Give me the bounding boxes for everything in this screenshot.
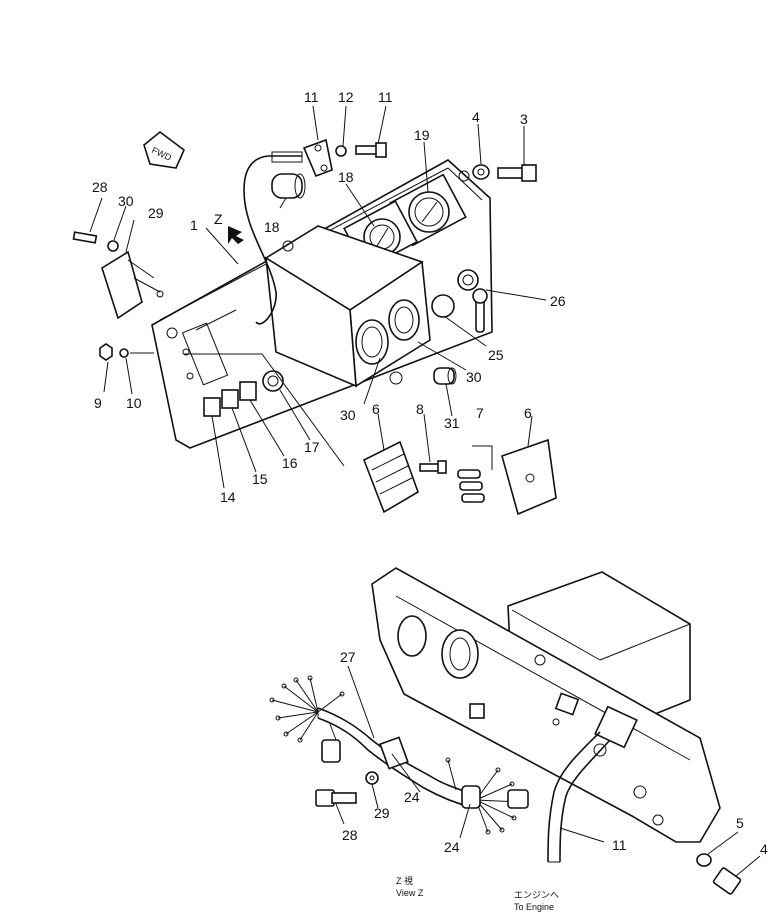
svg-text:14: 14 bbox=[220, 489, 236, 505]
svg-text:29: 29 bbox=[148, 205, 164, 221]
to-engine-caption-en: To Engine bbox=[514, 902, 554, 912]
svg-text:10: 10 bbox=[126, 395, 142, 411]
svg-text:17: 17 bbox=[304, 439, 320, 455]
svg-text:5: 5 bbox=[736, 815, 744, 831]
view-z-marker: Z bbox=[214, 211, 223, 227]
svg-text:11: 11 bbox=[304, 89, 319, 105]
to-engine-caption-jp: エンジンへ bbox=[514, 890, 559, 900]
view-z-harness-assembly: 27 24 24 28 29 11 5 4 Z 視 View Z エンジンへ T… bbox=[269, 567, 768, 912]
svg-text:12: 12 bbox=[338, 89, 354, 105]
svg-text:11: 11 bbox=[378, 89, 393, 105]
svg-text:9: 9 bbox=[94, 395, 102, 411]
fwd-arrow-icon: FWD bbox=[143, 130, 185, 169]
leader-lines-top bbox=[89, 105, 547, 489]
svg-text:30: 30 bbox=[466, 369, 482, 385]
svg-text:29: 29 bbox=[374, 805, 390, 821]
svg-text:16: 16 bbox=[282, 455, 298, 471]
harness-wires-left bbox=[269, 675, 345, 743]
svg-text:27: 27 bbox=[340, 649, 356, 665]
svg-text:8: 8 bbox=[416, 401, 424, 417]
svg-text:11: 11 bbox=[612, 837, 627, 853]
svg-text:15: 15 bbox=[252, 471, 268, 487]
callout-labels-top: 11 12 11 4 3 19 18 28 30 29 1 18 26 25 3… bbox=[92, 89, 566, 505]
svg-text:25: 25 bbox=[488, 347, 504, 363]
svg-text:6: 6 bbox=[524, 405, 532, 421]
svg-text:24: 24 bbox=[444, 839, 460, 855]
svg-text:24: 24 bbox=[404, 789, 420, 805]
view-z-caption-jp: Z 視 bbox=[396, 875, 413, 886]
svg-text:18: 18 bbox=[338, 169, 354, 185]
svg-text:18: 18 bbox=[264, 219, 280, 235]
svg-text:28: 28 bbox=[92, 179, 108, 195]
svg-text:26: 26 bbox=[550, 293, 566, 309]
leader-lines-bottom bbox=[335, 665, 761, 877]
svg-text:28: 28 bbox=[342, 827, 358, 843]
callout-labels-bottom: 27 24 24 28 29 11 5 4 bbox=[340, 649, 768, 857]
instrument-panel-assembly: FWD Z bbox=[72, 89, 566, 516]
view-z-arrow-icon bbox=[228, 226, 244, 244]
svg-text:30: 30 bbox=[340, 407, 356, 423]
svg-text:19: 19 bbox=[414, 127, 430, 143]
svg-text:30: 30 bbox=[118, 193, 134, 209]
svg-text:3: 3 bbox=[520, 111, 528, 127]
svg-text:7: 7 bbox=[476, 405, 484, 421]
svg-text:1: 1 bbox=[190, 217, 198, 233]
svg-text:31: 31 bbox=[444, 415, 460, 431]
svg-text:6: 6 bbox=[372, 401, 380, 417]
svg-text:4: 4 bbox=[472, 109, 480, 125]
view-z-caption-en: View Z bbox=[396, 888, 424, 898]
svg-text:4: 4 bbox=[760, 841, 768, 857]
